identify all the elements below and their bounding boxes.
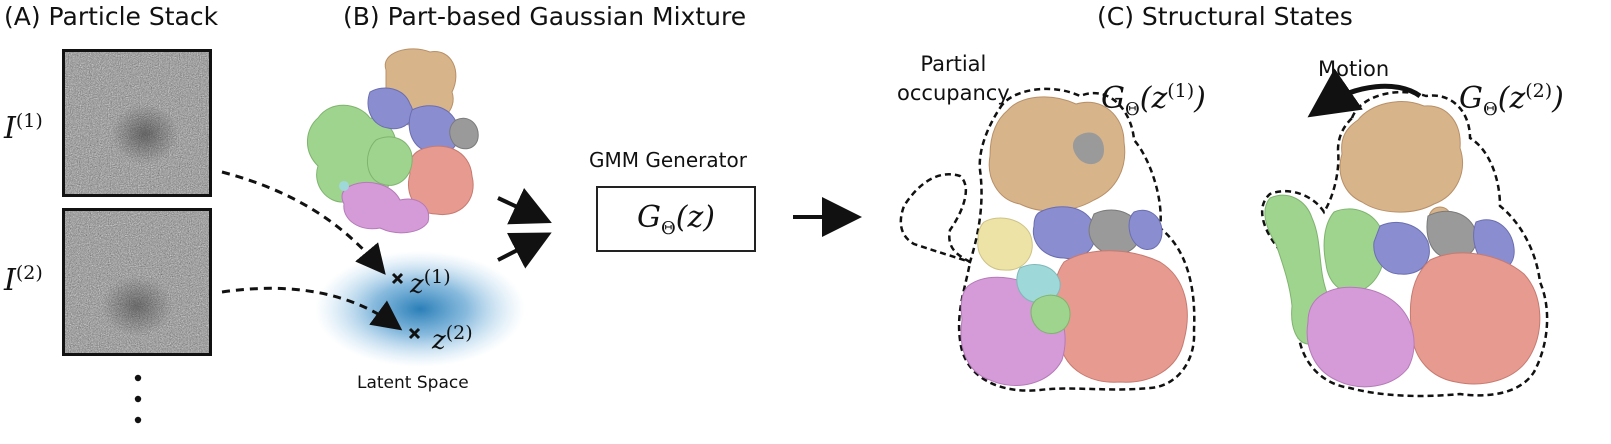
latent-space-label: Latent Space <box>357 373 469 393</box>
vertical-ellipsis-icon <box>134 374 142 424</box>
latent-label-1: z(1) <box>410 266 451 300</box>
noise-texture-2 <box>65 211 209 353</box>
arrow-latent-to-generator <box>497 232 552 269</box>
protein-structure-b <box>307 48 479 234</box>
cross-marker-icon <box>391 272 421 340</box>
protein-structure-state-1 <box>899 87 1196 392</box>
panel-a-title: (A) Particle Stack <box>4 2 219 31</box>
motion-annotation: Motion <box>1318 57 1390 81</box>
dashed-arrow-2 <box>221 286 403 331</box>
state-1-formula: GΘ(z(1)) <box>1101 80 1206 120</box>
particle-image-2 <box>62 208 212 356</box>
arrow-structure-to-generator <box>497 188 552 225</box>
protein-structure-state-2 <box>1261 90 1549 398</box>
panel-b-title: (B) Part-based Gaussian Mixture <box>343 2 747 31</box>
particle-label-2: I(2) <box>4 262 43 298</box>
particle-label-1: I(1) <box>4 110 43 146</box>
panel-c-title: (C) Structural States <box>1097 2 1353 31</box>
curved-arrow-icon <box>1307 68 1422 118</box>
particle-image-1 <box>62 49 212 197</box>
generator-formula: GΘ(z) <box>637 199 715 239</box>
partial-occupancy-annotation: Partial occupancy <box>897 52 1010 105</box>
state-1-outline <box>899 87 1196 392</box>
state-2-outline <box>1261 90 1549 398</box>
generator-label: GMM Generator <box>589 148 747 172</box>
latent-cloud <box>315 251 525 367</box>
latent-label-2: z(2) <box>432 322 473 356</box>
generator-box: GΘ(z) <box>596 186 756 252</box>
noise-texture-1 <box>65 52 209 194</box>
state-2-formula: GΘ(z(2)) <box>1459 80 1564 120</box>
